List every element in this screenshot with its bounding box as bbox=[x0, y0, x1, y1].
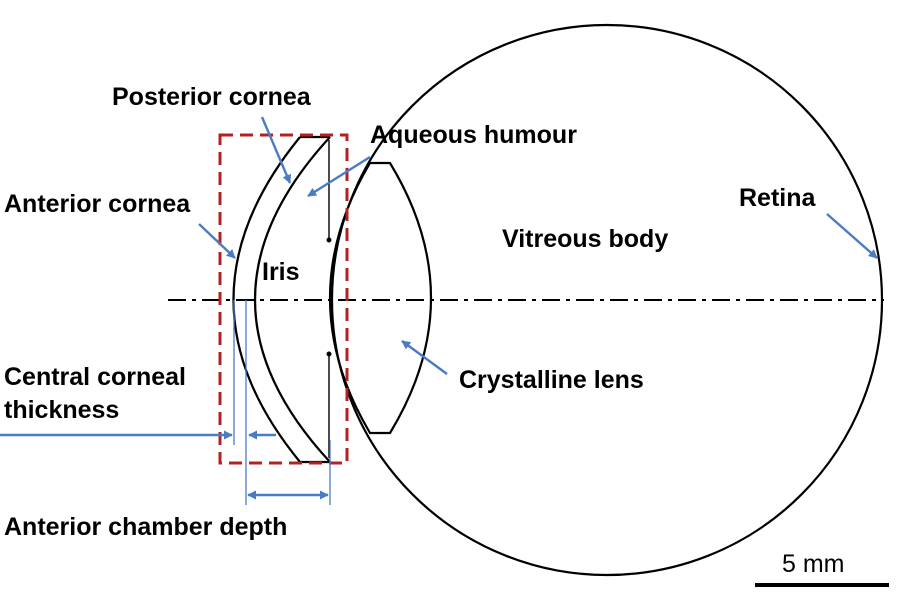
cornea-highlight-box bbox=[218, 133, 349, 465]
crystalline-lens-label: Crystalline lens bbox=[459, 366, 644, 394]
anterior-cornea-arrow bbox=[198, 223, 236, 259]
crystalline-lens-shape bbox=[328, 161, 433, 435]
anterior-cornea-label: Anterior cornea bbox=[4, 190, 191, 218]
posterior-cornea-label: Posterior cornea bbox=[112, 83, 312, 111]
iris-label: Iris bbox=[262, 258, 300, 286]
posterior-cornea-surface bbox=[254, 136, 331, 463]
retina-label: Retina bbox=[739, 184, 817, 212]
central-corneal-label-line1: Central corneal bbox=[4, 363, 186, 391]
posterior-cornea-arrow bbox=[260, 116, 292, 184]
central-corneal-label-line2: thickness bbox=[4, 396, 119, 424]
anterior-cornea-surface bbox=[232, 136, 301, 463]
crystalline-lens-arrow bbox=[401, 340, 448, 375]
aqueous-humour-label: Aqueous humour bbox=[370, 121, 577, 149]
vitreous-body-label: Vitreous body bbox=[502, 225, 668, 253]
scale-bar-label: 5 mm bbox=[782, 550, 845, 578]
anterior-chamber-depth-label: Anterior chamber depth bbox=[4, 513, 287, 541]
retina-arrow bbox=[826, 213, 878, 259]
aqueous-humour-arrow bbox=[307, 155, 371, 198]
